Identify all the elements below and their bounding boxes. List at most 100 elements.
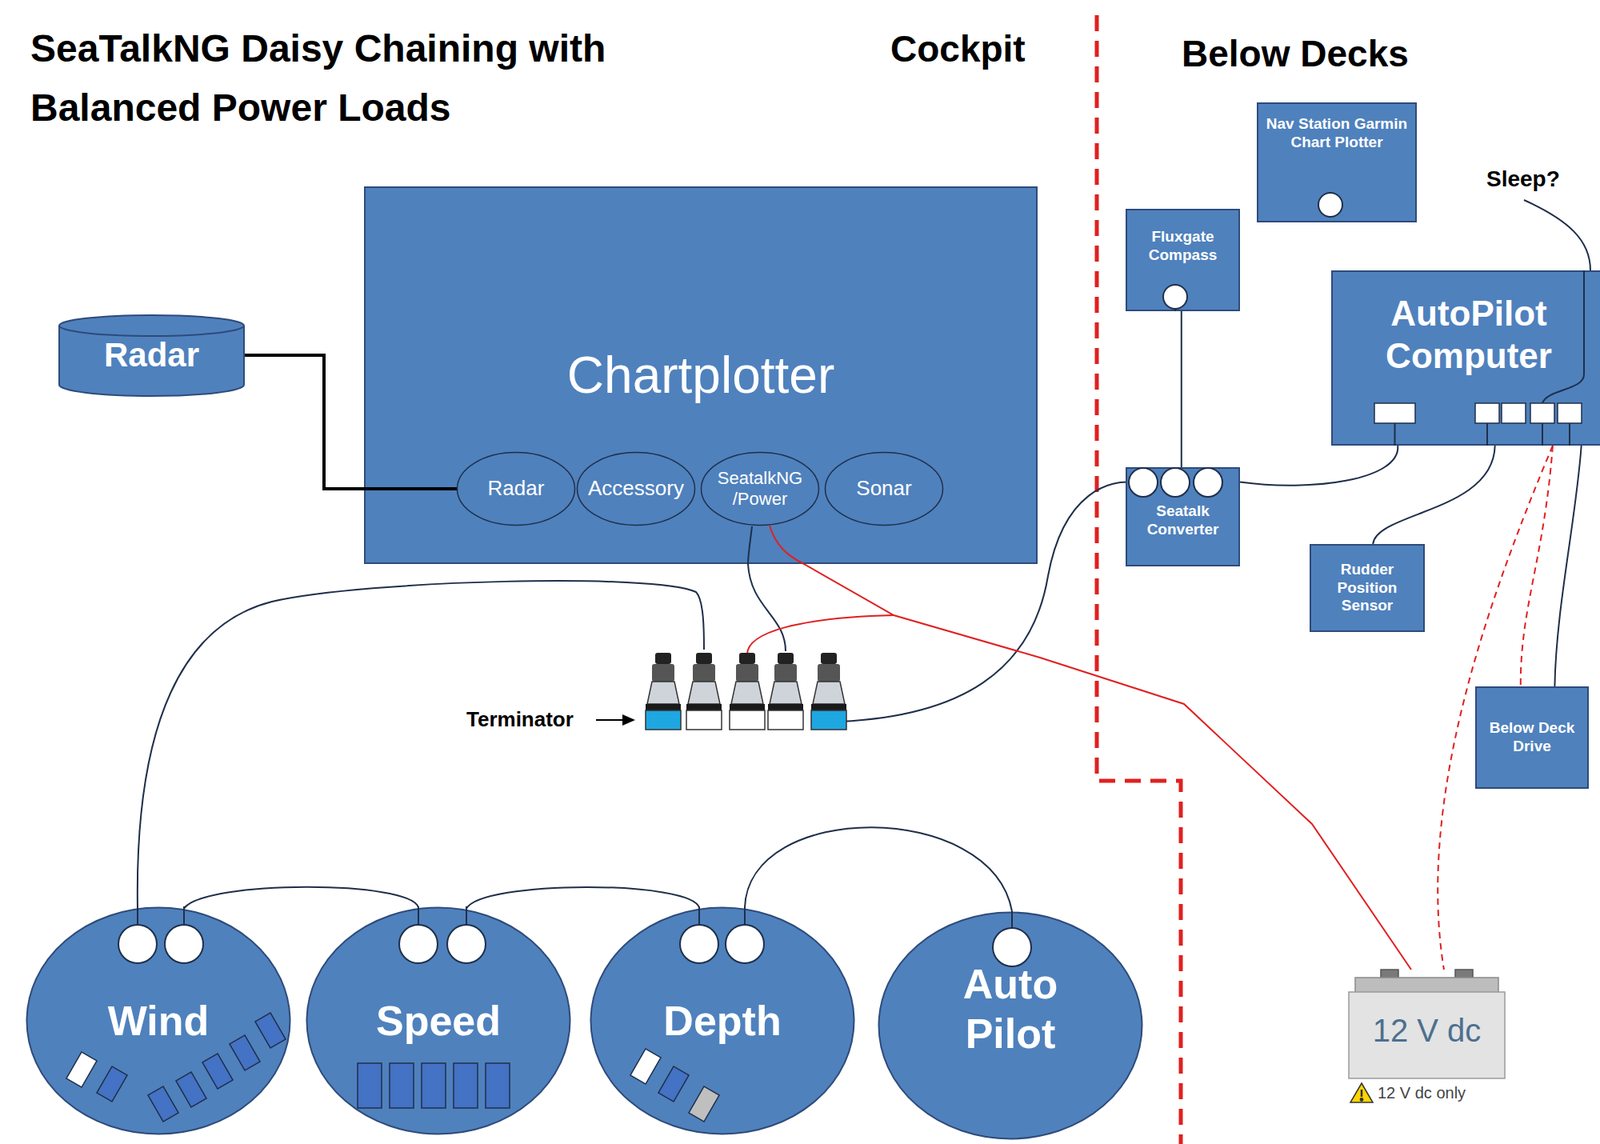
node-text: Auto Pilot (930, 959, 1091, 1060)
port-circle (164, 924, 204, 964)
panel-detail (421, 1063, 446, 1108)
drawn-rect (645, 704, 681, 711)
node-text: Depth (663, 996, 781, 1046)
wire-detail (1395, 423, 1571, 446)
panel-detail (1501, 403, 1526, 424)
region-label: Cockpit (890, 27, 1026, 71)
node-text: SeatalkNG /Power (712, 468, 808, 511)
drawn-path (647, 681, 680, 704)
drawn-rect (768, 710, 804, 730)
text-holder: Accessory (576, 451, 696, 527)
port-circle (399, 924, 438, 964)
drawn-path (769, 681, 802, 704)
drawn-rect (655, 652, 672, 664)
ellipse-outline (879, 912, 1143, 1140)
device-box: Fluxgate Compass (1125, 208, 1240, 312)
ellipse-outline (457, 452, 576, 526)
device-box: Nav Station Garmin Chart Plotter (1256, 102, 1417, 223)
diagram-title: SeaTalkNG Daisy Chaining with Balanced P… (30, 19, 735, 138)
node-text: AutoPilot Computer (1331, 292, 1600, 378)
panel-detail (688, 1086, 720, 1122)
panel-detail (1475, 403, 1500, 424)
device-box: Rudder Position Sensor (1309, 544, 1425, 632)
port-ellipse: SeatalkNG /Power (700, 451, 820, 527)
node-text: Rudder Position Sensor (1309, 560, 1425, 616)
cable-connector (1372, 445, 1495, 544)
ellipse-outline (307, 908, 571, 1135)
panel-detail (96, 1066, 128, 1102)
node-text: 12 V dc only (1377, 1083, 1506, 1103)
cable-connector (184, 887, 419, 909)
wire-detail (183, 906, 185, 925)
drawn-rect (686, 704, 722, 711)
port-ellipse: Radar (456, 451, 576, 527)
note-label: Sleep? (1486, 166, 1560, 192)
instrument-display: Wind (25, 906, 292, 1136)
drawn-rect (729, 704, 765, 711)
computer-box: AutoPilot Computer (1331, 270, 1600, 446)
region-label: Below Decks (1181, 32, 1409, 76)
text-holder: AutoPilot Computer (1331, 270, 1600, 446)
drawn-rect (774, 664, 797, 682)
ellipse-outline (577, 452, 696, 526)
backbone-wire (137, 580, 704, 909)
node-text: Accessory (588, 476, 684, 501)
panel-detail (630, 1048, 661, 1084)
wire-detail (769, 525, 804, 564)
radar-unit: Radar (58, 314, 245, 396)
backbone-wire (748, 564, 786, 652)
part-label: Terminator (466, 707, 574, 732)
box-outline (1126, 468, 1240, 566)
text-holder: Nav Station Garmin Chart Plotter (1256, 102, 1417, 223)
ellipse-outline (701, 452, 820, 526)
wire-detail (1011, 911, 1013, 928)
backbone-connectors (645, 652, 847, 730)
wire-detail (1360, 1089, 1364, 1097)
drawn-rect (739, 652, 756, 664)
port-ellipse: Accessory (576, 451, 696, 527)
wire-detail (417, 906, 420, 925)
panel-detail (148, 1086, 179, 1122)
arrow-head (622, 714, 636, 726)
drawn-path (731, 681, 764, 704)
port-ellipse: Sonar (824, 451, 944, 527)
port-circle (447, 924, 486, 964)
panel-detail (485, 1063, 510, 1108)
drawn-rect (811, 710, 847, 730)
drawn-rect (811, 704, 847, 711)
drawn-rect (817, 664, 840, 682)
instrument-display: Speed (305, 906, 572, 1136)
node-text: Radar (104, 335, 200, 376)
panel-detail (202, 1053, 233, 1089)
port-circle (725, 924, 764, 964)
node-text: Wind (108, 996, 210, 1046)
panel-detail (1557, 403, 1582, 424)
box-outline (364, 187, 1037, 564)
panel-detail (1374, 403, 1416, 424)
panel-detail (389, 1063, 414, 1108)
node-text: Below Deck Drive (1475, 719, 1589, 756)
panel-detail (453, 1063, 478, 1108)
text-holder: Depth (589, 906, 856, 1136)
battery: 12 V dc12 V dc only (1348, 969, 1505, 1111)
power-wire (747, 615, 894, 655)
wire-detail (465, 906, 468, 925)
drawn-rect (652, 664, 675, 682)
ellipse-outline (591, 908, 855, 1135)
cable-connector (1520, 445, 1553, 687)
node-text: Sonar (856, 476, 912, 501)
drawn-rect (777, 652, 794, 664)
device-box: Seatalk Converter (1125, 467, 1240, 567)
node-text: Chartplotter (567, 344, 835, 407)
leader-line (596, 719, 624, 721)
wire-detail (744, 906, 746, 925)
ellipse-outline (825, 452, 944, 526)
port-circle (680, 924, 719, 964)
node-text: Nav Station Garmin Chart Plotter (1256, 115, 1417, 152)
node-text: Speed (376, 996, 501, 1046)
drawn-rect (736, 664, 759, 682)
cylinder-top (59, 315, 244, 336)
panel-detail (1355, 977, 1499, 994)
text-holder: Radar (58, 314, 245, 396)
